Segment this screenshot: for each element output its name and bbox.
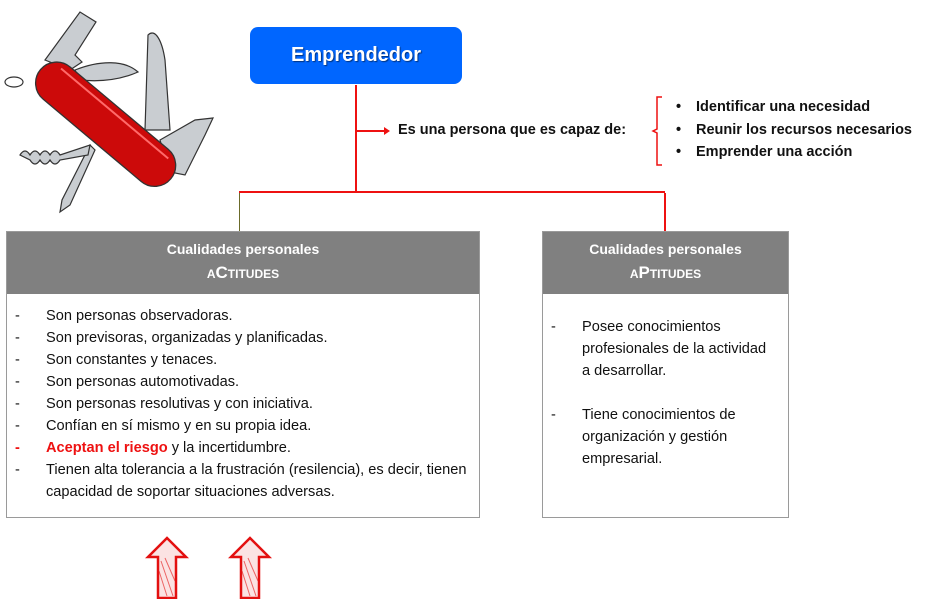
list-item: -Son personas observadoras.	[15, 308, 233, 324]
connector-horizontal	[239, 191, 665, 193]
ability-item: •Emprender una acción	[676, 144, 853, 160]
list-item: -Son personas automotivadas.	[15, 374, 240, 390]
arrow-head-icon	[384, 127, 390, 135]
list-item: -Tiene conocimientos de organización y g…	[551, 407, 736, 467]
card-header: Cualidades personales aPtitudes	[543, 232, 788, 294]
card-subheading: aCtitudes	[206, 263, 280, 282]
up-arrow-icon	[228, 536, 273, 599]
card-heading: Cualidades personales	[589, 241, 742, 257]
actitudes-list: -Son personas observadoras. -Son previso…	[7, 294, 479, 503]
definition-label: Es una persona que es capaz de:	[398, 122, 627, 138]
list-item: -Son previsoras, organizadas y planifica…	[15, 330, 328, 346]
list-item-highlighted: -Aceptan el riesgo y la incertidumbre.	[15, 440, 291, 456]
list-item: -Son constantes y tenaces.	[15, 352, 218, 368]
root-node-emprendedor: Emprendedor	[250, 27, 462, 84]
curly-bracket-icon	[650, 96, 664, 166]
card-heading: Cualidades personales	[166, 241, 320, 257]
connector-arrow-line	[357, 130, 385, 132]
connector-right-branch	[664, 193, 666, 231]
connector-vertical	[355, 85, 357, 193]
ability-item: •Reunir los recursos necesarios	[676, 122, 912, 138]
list-item: -Son personas resolutivas y con iniciati…	[15, 396, 313, 412]
ability-item: •Identificar una necesidad	[676, 99, 871, 115]
list-item: -Tienen alta tolerancia a la frustración…	[15, 462, 467, 500]
card-aptitudes: Cualidades personales aPtitudes -Posee c…	[542, 231, 789, 518]
swiss-knife-illustration	[0, 0, 230, 220]
list-item: -Confían en sí mismo y en su propia idea…	[15, 418, 312, 434]
up-arrow-icon	[145, 536, 190, 599]
aptitudes-list: -Posee conocimientos profesionales de la…	[543, 294, 788, 470]
connector-left-branch	[239, 193, 240, 231]
card-header: Cualidades personales aCtitudes	[7, 232, 479, 294]
card-actitudes: Cualidades personales aCtitudes -Son per…	[6, 231, 480, 518]
card-subheading: aPtitudes	[629, 263, 702, 282]
list-item: -Posee conocimientos profesionales de la…	[551, 319, 767, 379]
